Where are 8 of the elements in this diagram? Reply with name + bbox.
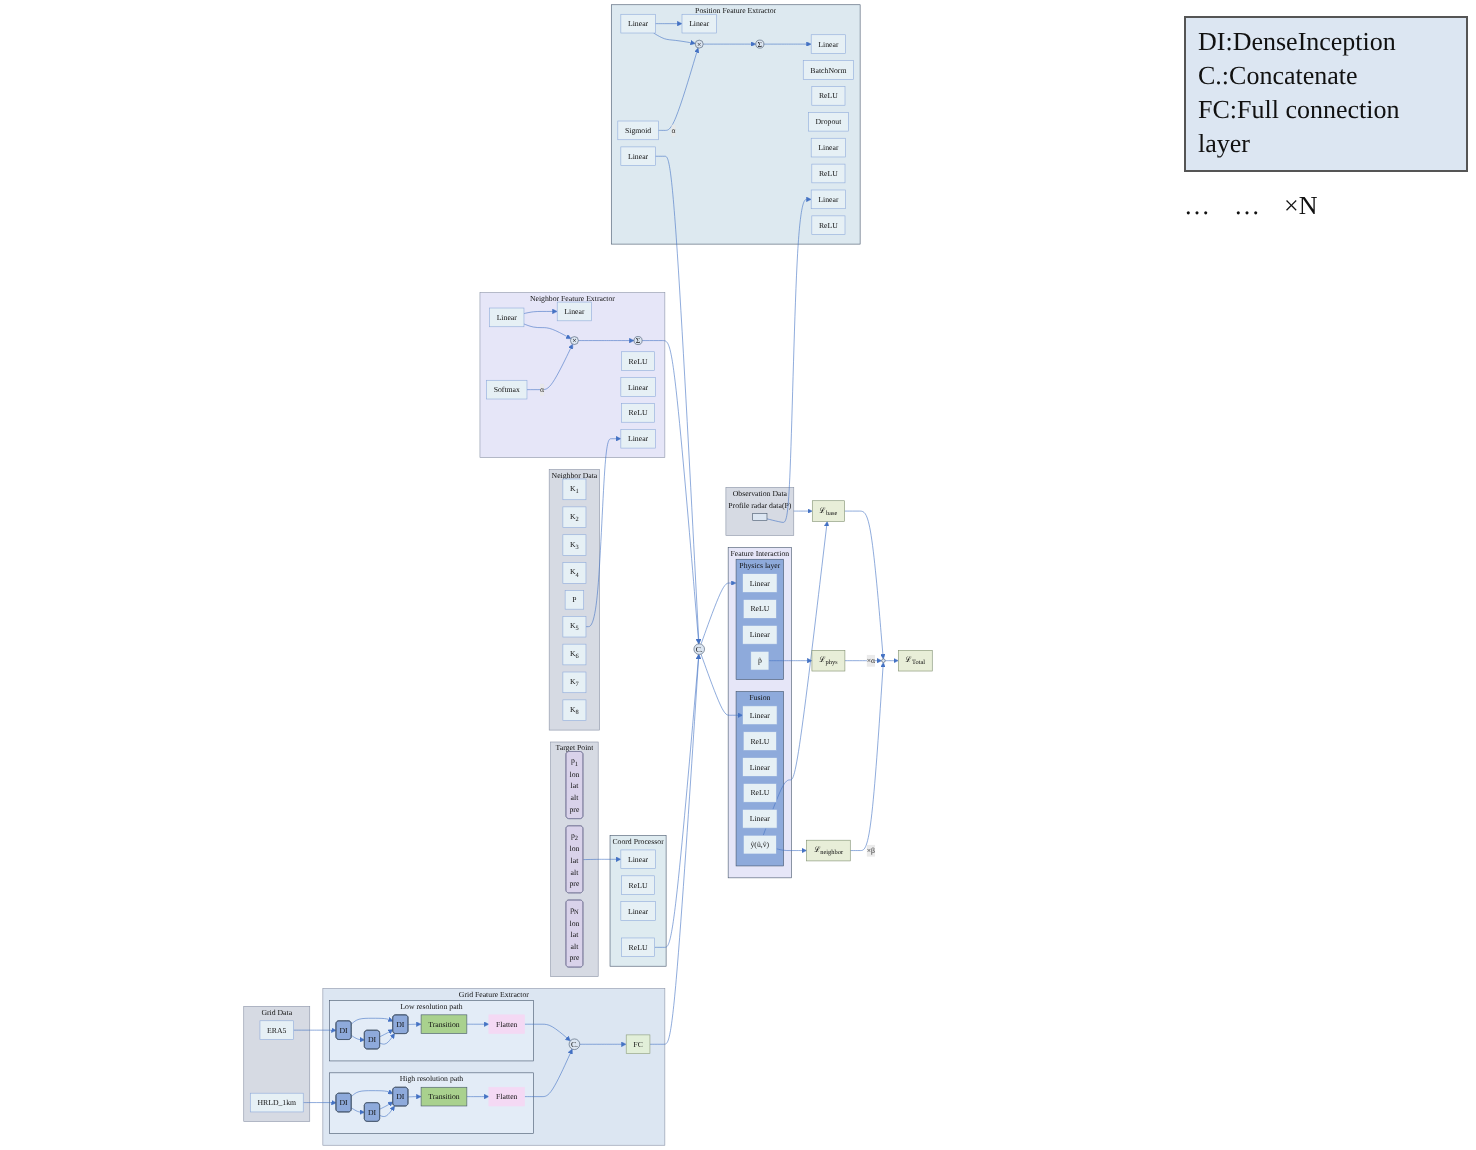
node-circle — [881, 658, 886, 663]
note-text: … — [1184, 189, 1210, 223]
note-text: DI:DenseInception — [1198, 26, 1398, 60]
note-text: … — [1234, 189, 1260, 223]
note-text: FC:Full connection layer — [1198, 93, 1402, 162]
note-text: ×N — [1284, 189, 1318, 223]
node-box — [752, 513, 768, 521]
note-text: C.:Concatenate — [1198, 59, 1360, 94]
